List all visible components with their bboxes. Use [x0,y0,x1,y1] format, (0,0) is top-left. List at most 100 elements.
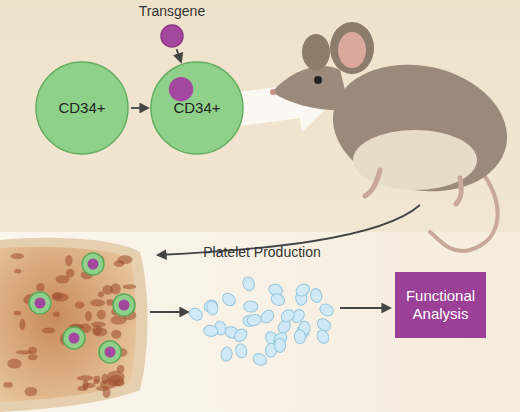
platelet [205,300,219,316]
mouse-nose [270,89,276,95]
mouse-leg [456,178,461,204]
platelet [232,326,250,344]
bone-pore [28,354,37,360]
bone-pore [85,311,92,321]
mouse-eye [314,76,322,84]
transgene-particle [169,77,193,101]
bone-pore [28,347,37,355]
cell-core [105,347,116,358]
platelet [220,291,238,309]
bone-pore [7,359,21,369]
bone-pore [90,299,105,306]
platelet [244,301,258,312]
cell-circle: CD34+ [35,61,129,155]
engrafted-cell [63,327,85,349]
bone-pore [117,255,132,264]
mouse-leg [365,170,380,196]
platelet [234,343,248,359]
bone-pore [97,310,106,320]
cell-core [119,300,130,311]
bone-pore [111,330,121,339]
bone-pores [3,253,136,398]
cell-ring [63,327,85,349]
engrafted-cell [99,341,121,363]
node-outline [160,24,184,48]
node-label: CD34+ [35,99,129,117]
platelet [315,316,333,333]
bottom-panel [0,232,520,412]
platelet [187,306,205,323]
bone-pore [36,283,45,292]
bone-pore [75,302,85,309]
bone-pore [77,375,94,381]
bone-pore [3,382,12,388]
bone-pore [11,253,24,259]
bone-pore [42,327,55,333]
node-label: Transgene [120,3,224,20]
mouse-head [272,66,350,110]
flow-arrow [131,107,148,109]
bone-pore [65,255,72,266]
bone-pore [19,319,25,330]
platelet [203,325,218,337]
mouse-ear [330,22,374,74]
bone-pore [52,292,62,299]
engrafted-cell [29,292,51,314]
platelet-cluster [187,275,335,367]
bone-pore [110,283,120,294]
platelet [318,302,336,318]
circle-shape [161,25,183,47]
platelet [309,287,323,303]
engrafted-cell [82,253,104,275]
mouse-illustration [270,22,519,251]
platelet [294,282,312,299]
platelet [294,329,306,344]
node-label: Functional Analysis [395,287,486,323]
bone-marrow-illustration [0,238,148,412]
cell-ring [99,341,121,363]
cell-circle: CD34+ [150,61,244,155]
cell-core [69,333,80,344]
bone-pore [91,322,105,328]
platelet [220,346,233,362]
circle-shape [36,62,128,154]
bone-pore [78,386,86,391]
platelet [246,313,262,327]
bone-pore [53,311,60,317]
platelet [259,308,277,326]
mouse-ear-inner [338,32,366,68]
section-label: Platelet Production [200,244,324,261]
cell-circle: Transgene [160,24,184,48]
flow-arrow [150,311,188,313]
platelet [279,307,297,324]
platelet [274,338,286,353]
flow-arrow [340,307,390,309]
bone-cortex [0,238,148,412]
cell-ring [82,253,104,275]
cell-ring [113,294,135,316]
bone-pore [14,311,22,316]
bone-marrow [0,247,136,402]
bone-pore [66,269,75,278]
platelet [269,291,287,307]
bone-pore [25,387,38,396]
circle-shape [151,62,243,154]
bone-pore [103,387,111,398]
stem-cells [29,253,135,363]
platelet [241,275,256,292]
bone-pore [98,292,104,298]
bone-pore [14,269,21,273]
bone-pore [93,327,107,336]
mouse-ear [302,34,330,70]
flow-arrow [177,49,181,61]
node-label: CD34+ [150,99,244,117]
cell-ring [29,292,51,314]
process-box: Functional Analysis [395,272,486,338]
engrafted-cell [113,294,135,316]
bone-pore [93,379,99,384]
bone-pore [123,284,137,289]
